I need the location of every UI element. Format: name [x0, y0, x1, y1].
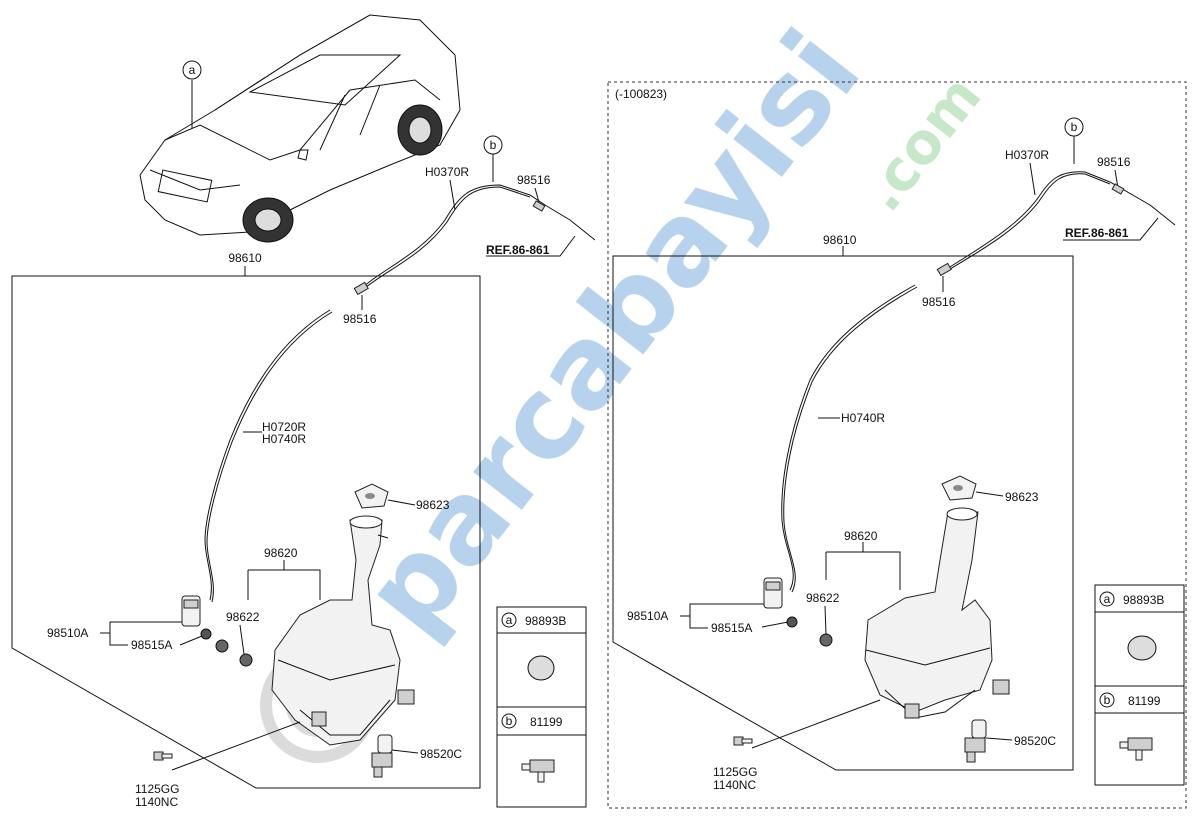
left-part-bolt	[153, 751, 173, 761]
left-legend-b-marker: b	[506, 714, 513, 728]
left-label-98623: 98623	[416, 498, 450, 512]
right-label-98610: 98610	[823, 233, 857, 247]
left-ref-label: REF.86-861	[486, 243, 550, 257]
left-legend-a-part: 98893B	[525, 614, 566, 628]
left-legend-b-part: 81199	[530, 715, 563, 729]
right-label-98516-top: 98516	[1097, 155, 1131, 169]
right-legend-a-marker: a	[1104, 592, 1111, 606]
watermark: parcabayisi .com	[339, 8, 994, 657]
right-part-bolt	[733, 736, 753, 746]
plug-icon	[527, 655, 555, 681]
right-part-grommet	[819, 633, 833, 647]
right-part-cap	[941, 475, 977, 501]
right-label-98623: 98623	[1005, 490, 1039, 504]
left-part-pump	[181, 595, 212, 640]
left-label-98520c: 98520C	[420, 747, 462, 761]
left-label-1125gg: 1125GG	[135, 782, 179, 796]
clip-icon	[521, 759, 555, 783]
left-label-98610: 98610	[228, 251, 262, 265]
left-part-reservoir	[271, 515, 415, 746]
left-marker-b: b	[490, 138, 497, 152]
left-label-98510a: 98510A	[47, 626, 88, 640]
car-marker-a: a	[189, 63, 196, 77]
left-label-98516-mid: 98516	[343, 312, 377, 326]
left-legend-a-marker: a	[506, 613, 513, 627]
left-label-h0740r: H0740R	[262, 432, 306, 446]
right-label-98510a: 98510A	[627, 609, 668, 623]
right-variant-label: (-100823)	[615, 87, 667, 101]
plug-icon	[1127, 635, 1157, 661]
right-label-98515a: 98515A	[711, 621, 752, 635]
right-part-reservoir	[864, 507, 1010, 719]
right-label-98620: 98620	[844, 529, 878, 543]
right-ref-label: REF.86-861	[1065, 226, 1129, 240]
left-label-98516-top: 98516	[517, 173, 551, 187]
right-label-1125gg: 1125GG	[713, 765, 757, 779]
right-marker-b: b	[1071, 120, 1078, 134]
right-legend: a 98893B b 81199	[1094, 584, 1185, 786]
right-label-98622: 98622	[806, 591, 840, 605]
left-part-grommet-1	[215, 639, 229, 653]
right-label-1140nc: 1140NC	[713, 778, 756, 792]
right-label-h0370r: H0370R	[1005, 148, 1049, 162]
left-label-98620: 98620	[264, 546, 298, 560]
right-label-98516-mid: 98516	[922, 295, 956, 309]
left-label-h0370r: H0370R	[425, 165, 469, 179]
right-label-98520c: 98520C	[1014, 734, 1056, 748]
left-panel: 98610 H0370R b 98516 REF.86-861 98516 H0…	[11, 135, 596, 809]
left-label-98515a: 98515A	[131, 638, 172, 652]
left-label-98622: 98622	[226, 610, 260, 624]
left-part-grommet-2	[239, 653, 253, 667]
left-part-cap	[354, 483, 389, 509]
left-label-1140nc: 1140NC	[135, 795, 178, 809]
clip-icon	[1119, 737, 1153, 761]
right-label-h0740r: H0740R	[841, 411, 885, 425]
right-panel: (-100823) 98610 H0370R b 98516 REF.86-86…	[607, 81, 1187, 809]
right-legend-b-marker: b	[1104, 693, 1111, 707]
left-part-level-sensor	[371, 734, 393, 778]
right-legend-a-part: 98893B	[1123, 593, 1164, 607]
right-part-level-sensor	[964, 719, 987, 763]
left-legend: a 98893B b 81199	[496, 606, 587, 808]
left-label-h0720r: H0720R	[262, 420, 306, 434]
car-illustration: a	[139, 14, 461, 243]
right-legend-b-part: 81199	[1128, 694, 1161, 708]
